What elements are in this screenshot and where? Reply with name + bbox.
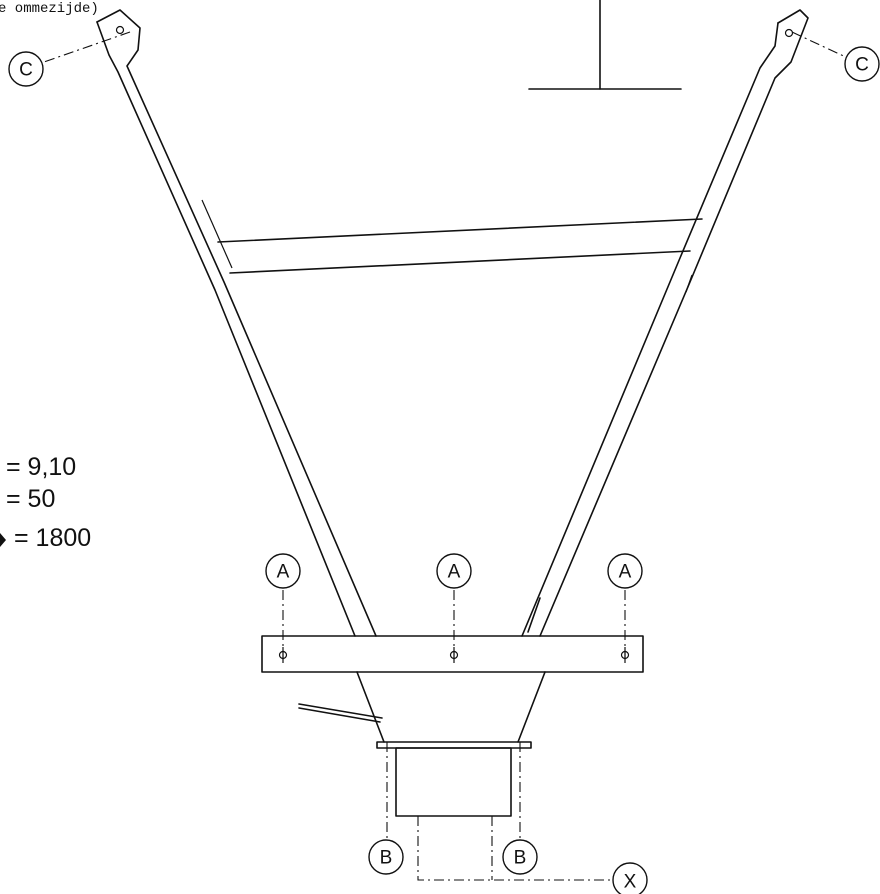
cross-brace [217, 218, 703, 274]
mounting-plate [261, 635, 644, 673]
right-leg [521, 9, 809, 637]
callout-c-right: C [844, 46, 880, 82]
hole-marker [620, 647, 630, 663]
callout-a-right: A [607, 553, 643, 589]
svg-text:C: C [855, 55, 869, 76]
hole-marker [449, 647, 459, 663]
header-note: e ommezijde) [0, 1, 99, 17]
spec-line: = 9,10 [6, 453, 76, 481]
callout-c-left: C [8, 51, 44, 87]
spec-line: = 50 [6, 485, 55, 513]
spec-list: = 9,10 = 50 = 1800 [0, 453, 91, 552]
hole-marker [278, 647, 288, 663]
svg-text:A: A [619, 562, 632, 583]
callout-a-left: A [265, 553, 301, 589]
reference-lines [43, 31, 851, 881]
top-mount [528, 0, 682, 90]
diamond-marker-icon [0, 533, 6, 547]
callout-a-center: A [436, 553, 472, 589]
mounting-holes [278, 647, 630, 663]
svg-text:C: C [19, 60, 33, 81]
callout-x: X [612, 862, 648, 894]
svg-text:X: X [624, 872, 637, 893]
svg-text:A: A [448, 562, 461, 583]
callout-b-right: B [502, 839, 538, 875]
svg-text:B: B [380, 848, 393, 869]
left-leg [96, 9, 377, 637]
svg-text:A: A [277, 562, 290, 583]
hopper-outlet [298, 671, 546, 817]
svg-text:B: B [514, 848, 527, 869]
callout-b-left: B [368, 839, 404, 875]
spec-line: = 1800 [14, 524, 91, 552]
